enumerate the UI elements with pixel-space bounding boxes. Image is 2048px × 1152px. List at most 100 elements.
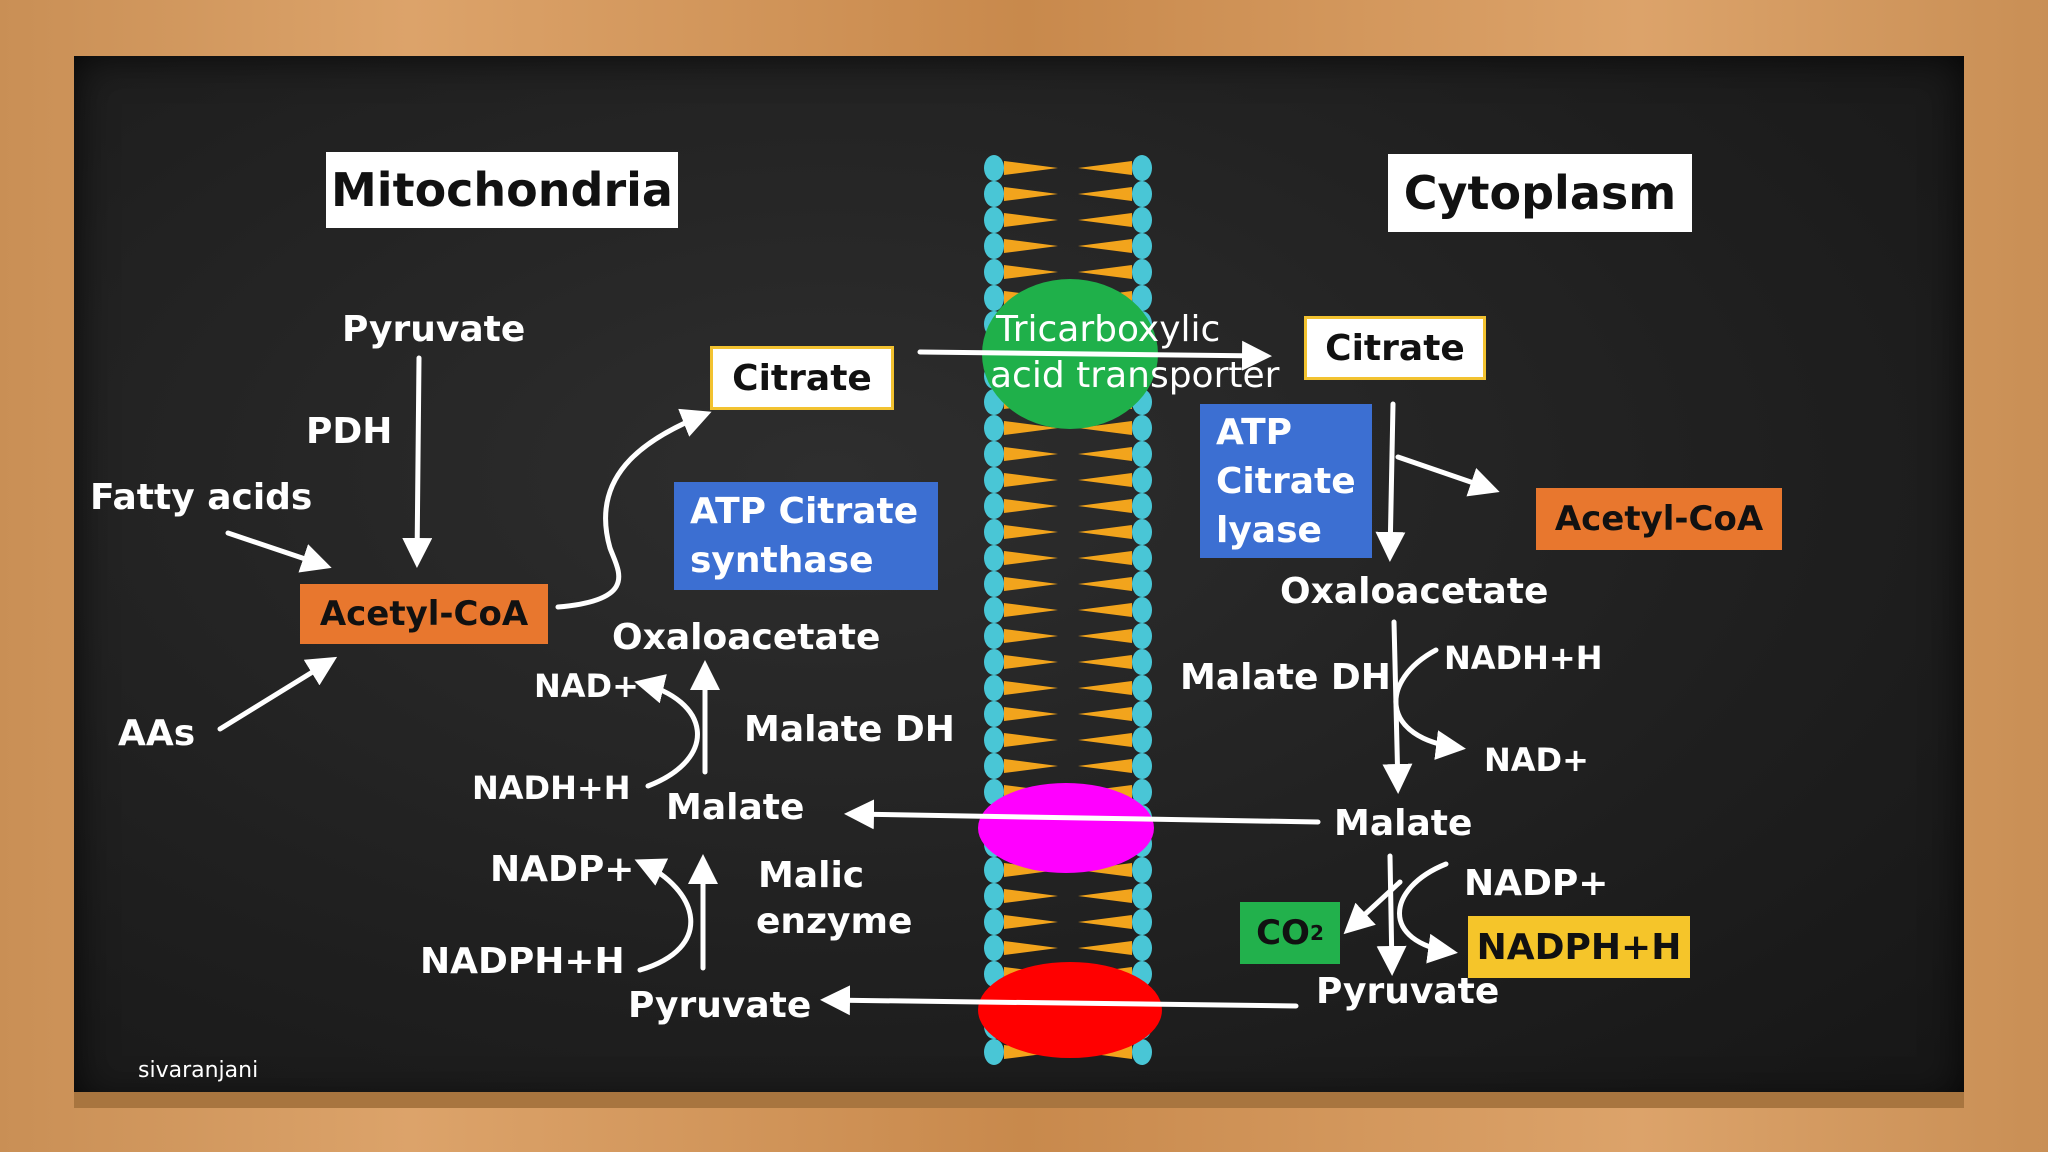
lipid-tail	[1004, 213, 1058, 227]
lipid-head	[984, 701, 1004, 727]
fatty-acids-label: Fatty acids	[90, 477, 313, 518]
lipid-head	[1132, 675, 1152, 701]
lipid-tail	[1078, 525, 1132, 539]
mito-nadph-h-label: NADPH+H	[420, 941, 625, 982]
lipid-tail	[1078, 889, 1132, 903]
lipid-tail	[1078, 759, 1132, 773]
pyruvate-carrier-protein	[978, 962, 1162, 1058]
lyase-to-acetylcoa-arrow	[1395, 454, 1500, 497]
cyto-nadh-h-label: NADH+H	[1444, 639, 1603, 677]
lipid-tail	[1004, 915, 1058, 929]
lipid-head	[1132, 753, 1152, 779]
cyto-acetyl-coa-box: Acetyl-CoA	[1536, 488, 1782, 550]
lyase-line-1: ATP	[1216, 411, 1293, 453]
cyto-malate-label: Malate	[1334, 803, 1473, 844]
malate-to-pyruvate-arrow	[1376, 853, 1407, 976]
lipid-head	[984, 597, 1004, 623]
pdh-label: PDH	[306, 411, 393, 452]
aas-label: AAs	[118, 713, 196, 754]
lipid-tail	[1078, 447, 1132, 461]
lipid-head	[1132, 571, 1152, 597]
lipid-head	[984, 259, 1004, 285]
lipid-head	[1132, 727, 1152, 753]
lipid-tail	[1004, 889, 1058, 903]
lipid-head	[984, 935, 1004, 961]
mito-malate-label: Malate	[666, 787, 805, 828]
lipid-head	[1132, 649, 1152, 675]
mito-oxaloacetate-label: Oxaloacetate	[612, 617, 881, 658]
atp-citrate-lyase-box: ATP Citrate lyase	[1200, 404, 1372, 558]
cyto-nadp-plus-label: NADP+	[1464, 863, 1609, 904]
malate-to-co2-arrow	[1343, 879, 1403, 935]
lipid-head	[984, 285, 1004, 311]
atp-citrate-synthase-box: ATP Citrate synthase	[674, 482, 938, 590]
lipid-head	[984, 675, 1004, 701]
lipid-tail	[1078, 655, 1132, 669]
cyto-citrate-box: Citrate	[1304, 316, 1486, 380]
lipid-tail	[1004, 239, 1058, 253]
lipid-head	[984, 155, 1004, 181]
cyto-nadh-to-nad-curve	[1393, 647, 1466, 760]
lipid-tail	[1078, 915, 1132, 929]
co2-subscript: 2	[1309, 921, 1324, 945]
cyto-pyruvate-label: Pyruvate	[1316, 971, 1500, 1012]
lipid-tail	[1004, 863, 1058, 877]
lipid-head	[984, 519, 1004, 545]
transporter-line-2: acid transporter	[990, 355, 1280, 396]
lipid-head	[1132, 285, 1152, 311]
co2-text: CO	[1256, 913, 1310, 953]
lipid-tail	[1004, 421, 1058, 435]
cyto-oxaloacetate-label: Oxaloacetate	[1280, 571, 1549, 612]
nadh-to-nad-curve	[634, 674, 700, 789]
lipid-tail	[1078, 577, 1132, 591]
mitochondria-title: Mitochondria	[326, 152, 678, 228]
lipid-tail	[1004, 733, 1058, 747]
lipid-tail	[1078, 239, 1132, 253]
nadph-to-nadp-curve	[634, 858, 694, 973]
lipid-head	[1132, 493, 1152, 519]
lipid-head	[984, 753, 1004, 779]
lipid-head	[984, 181, 1004, 207]
lipid-tail	[1078, 603, 1132, 617]
synthase-line-1: ATP Citrate	[690, 491, 919, 532]
pyruvate-to-acetylcoa-arrow	[402, 355, 433, 568]
lipid-head	[984, 649, 1004, 675]
lipid-head	[1132, 181, 1152, 207]
lyase-line-2: Citrate	[1216, 460, 1356, 502]
lipid-tail	[1004, 499, 1058, 513]
lipid-tail	[1004, 161, 1058, 175]
lipid-tail	[1078, 551, 1132, 565]
lipid-head	[984, 909, 1004, 935]
lipid-tail	[1078, 863, 1132, 877]
aas-to-acetylcoa-arrow	[217, 656, 338, 732]
lipid-head	[1132, 701, 1152, 727]
cyto-nadp-to-nadph-curve	[1397, 861, 1458, 964]
lipid-tail	[1004, 603, 1058, 617]
lipid-tail	[1078, 681, 1132, 695]
lipid-tail	[1078, 187, 1132, 201]
lipid-tail	[1004, 629, 1058, 643]
cyto-malate-dh-label: Malate DH	[1180, 657, 1391, 698]
lipid-tail	[1078, 707, 1132, 721]
lipid-head	[1132, 233, 1152, 259]
transporter-line-1: Tricarboxylic	[996, 309, 1221, 350]
pyruvate-transport-arrow	[820, 985, 1299, 1016]
lyase-line-3: lyase	[1216, 509, 1322, 551]
lipid-head	[1132, 415, 1152, 441]
lipid-head	[1132, 259, 1152, 285]
lipid-tail	[1004, 551, 1058, 565]
mito-pyruvate-bottom-label: Pyruvate	[628, 985, 812, 1026]
lipid-head	[984, 207, 1004, 233]
cyto-nad-plus-label: NAD+	[1484, 741, 1589, 779]
lipid-tail	[1004, 577, 1058, 591]
lipid-head	[984, 857, 1004, 883]
lipid-tail	[1004, 655, 1058, 669]
lipid-head	[984, 441, 1004, 467]
mito-malate-dh-label: Malate DH	[744, 709, 955, 750]
lipid-tail	[1004, 525, 1058, 539]
mito-nadp-plus-label: NADP+	[490, 849, 635, 890]
lipid-head	[1132, 441, 1152, 467]
nadph-h-box: NADPH+H	[1468, 916, 1690, 978]
lipid-head	[1132, 857, 1152, 883]
